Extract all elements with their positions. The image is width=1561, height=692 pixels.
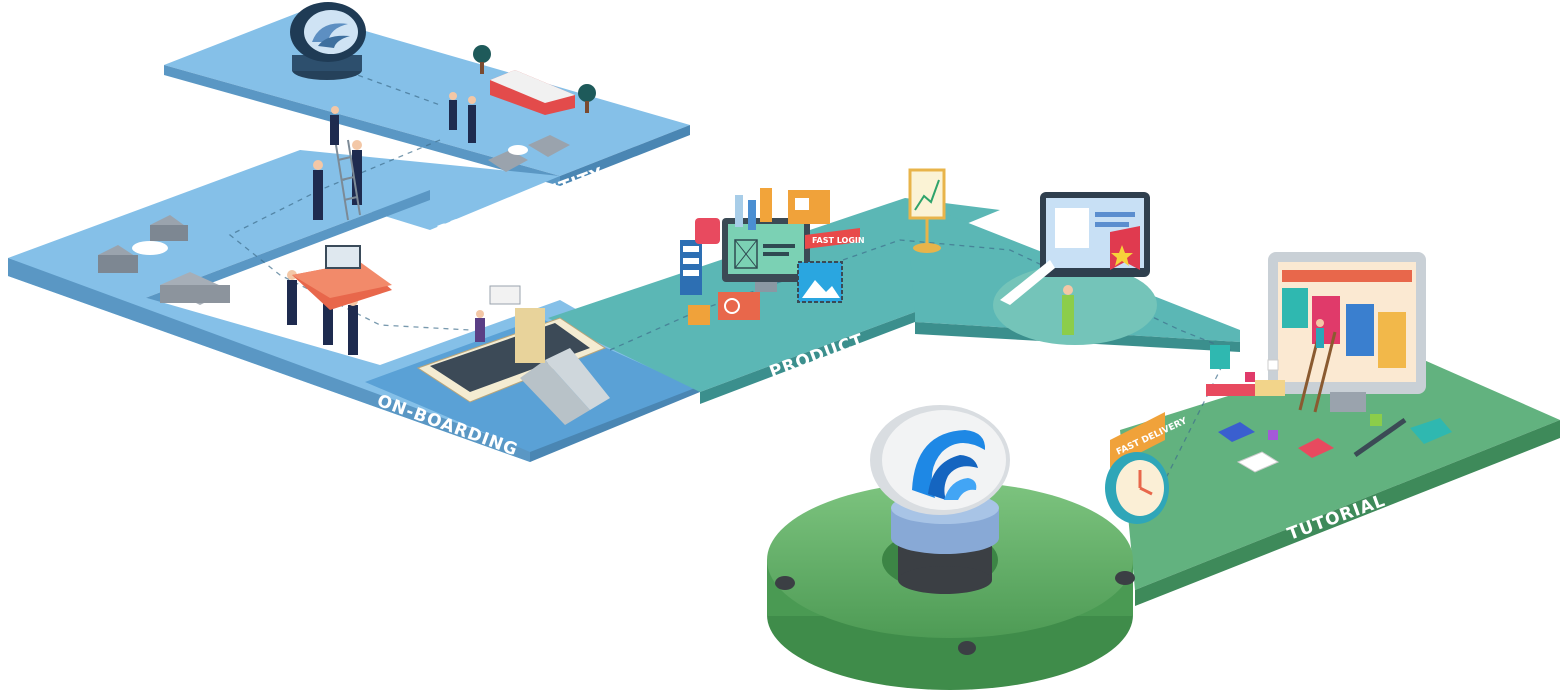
svg-text:FAST LOGIN: FAST LOGIN <box>812 236 865 245</box>
star-icon <box>1111 245 1133 266</box>
tutorial-monitor <box>1268 252 1426 413</box>
fast-login-tag: FAST LOGIN <box>805 228 865 249</box>
product-workstation: FAST LOGIN <box>680 188 865 325</box>
presentation-podium <box>993 192 1157 345</box>
ladder <box>335 139 361 221</box>
blue-path <box>8 12 700 462</box>
lounge-chairs-top <box>488 135 570 172</box>
wave-logo-icon <box>912 430 986 500</box>
brand-logo-badge <box>290 2 366 80</box>
wave-logo-icon <box>312 23 348 42</box>
waiting-area <box>98 215 230 305</box>
tutorial-objects <box>1206 345 1452 473</box>
phone-escalator <box>416 285 610 425</box>
trend-chart-easel <box>908 168 946 253</box>
mountain-image-icon <box>797 261 843 303</box>
front-desk <box>292 245 392 310</box>
central-podium <box>767 405 1135 690</box>
trend-chart-icon <box>914 179 940 211</box>
reception-desk <box>473 45 596 115</box>
tutorial-path <box>1120 345 1560 606</box>
share-icon <box>1210 345 1230 369</box>
